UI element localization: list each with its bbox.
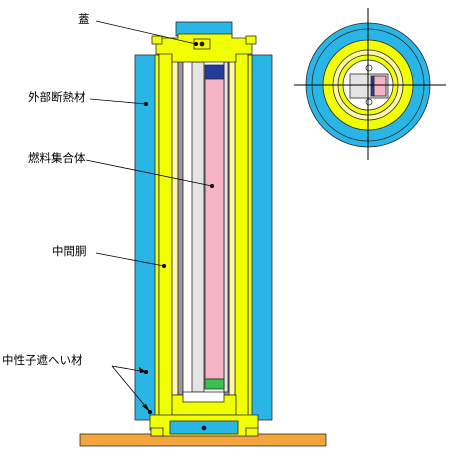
top-view-bolt-top <box>365 64 373 72</box>
bottom-right-bolt <box>245 427 259 437</box>
fuel-assembly-bottom-green <box>204 378 225 390</box>
insulation-edge-right <box>247 54 253 421</box>
arrowhead-neutron-shield-a <box>139 367 146 373</box>
label-outer-insulation: 外部断熱材 <box>28 90 86 104</box>
inner-wall-left <box>177 59 184 396</box>
top-view-fuel-edge <box>370 75 375 97</box>
basket-right <box>223 61 229 393</box>
insulation-edge-left <box>154 54 160 421</box>
leader-dot-middle-body <box>162 264 166 268</box>
shield-strip-right <box>228 59 236 396</box>
basket-left <box>191 61 205 393</box>
cask-top-view <box>294 8 446 160</box>
fuel-assembly-pink <box>204 78 225 380</box>
leader-fuel-assembly <box>85 159 213 187</box>
leader-dot-fuel-assembly <box>210 184 214 188</box>
label-lid: 蓋 <box>78 12 90 26</box>
leader-dot-lid <box>194 42 198 46</box>
leader-lines <box>85 20 213 413</box>
lid-right-bolt <box>245 35 257 45</box>
outer-insulation-right <box>250 54 273 421</box>
middle-body-right <box>234 47 249 421</box>
label-fuel-assembly: 燃料集合体 <box>28 151 86 165</box>
outer-insulation-left <box>134 54 157 421</box>
top-view-fuel-assembly <box>373 75 387 97</box>
leader-middle-body <box>95 252 165 267</box>
top-view-bolt-bottom <box>365 98 373 106</box>
shield-strip-left <box>171 59 179 396</box>
label-neutron-shield: 中性子遮へい材 <box>2 353 83 367</box>
bottom-left-bolt <box>150 427 164 437</box>
leader-neutron-shield-b <box>111 365 151 413</box>
leader-outer-insulation <box>89 98 147 105</box>
lid-center-mark <box>199 41 205 47</box>
bottom-center-mark <box>201 425 207 431</box>
label-middle-body: 中間胴 <box>52 244 87 258</box>
cask-side-section <box>79 21 327 447</box>
bottom-ring-inner <box>182 391 225 403</box>
leader-lid <box>95 20 197 45</box>
arrowhead-neutron-shield-b <box>142 404 150 412</box>
leader-dot-outer-insulation <box>144 102 148 106</box>
fuel-assembly-top-blue <box>204 64 225 80</box>
lid-left-bolt <box>151 35 163 45</box>
middle-body-left <box>158 47 173 421</box>
